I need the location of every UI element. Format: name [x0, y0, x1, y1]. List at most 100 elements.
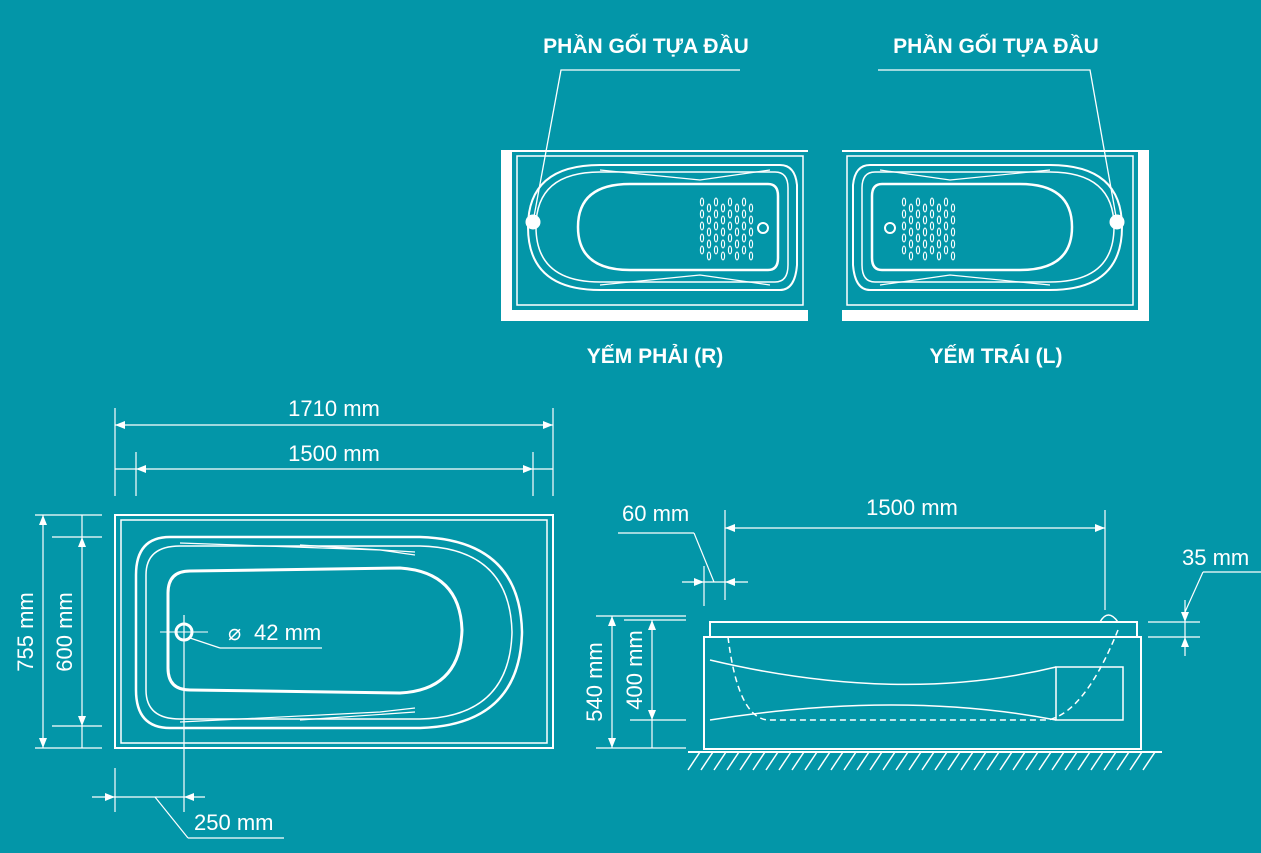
ground-hatch-stroke [713, 751, 727, 771]
antislip-dot [713, 221, 719, 231]
antislip-dot [734, 203, 740, 213]
variant-right-tub-contours [599, 169, 771, 286]
antislip-dot [950, 215, 956, 225]
antislip-dot [929, 245, 935, 255]
antislip-dot [901, 233, 907, 243]
dim-1500-label: 1500 mm [288, 441, 380, 466]
antislip-dot [734, 215, 740, 225]
side-dim-60-label: 60 mm [622, 501, 689, 526]
side-dim-540-label: 540 mm [582, 642, 607, 721]
ground-hatch-stroke [726, 751, 740, 771]
antislip-dot [720, 227, 726, 237]
antislip-dot [727, 197, 733, 207]
antislip-dot [748, 239, 754, 249]
antislip-dot [936, 239, 942, 249]
ground-hatch-stroke [895, 751, 909, 771]
antislip-dot [929, 233, 935, 243]
antislip-dot [915, 245, 921, 255]
ground-hatch-stroke [921, 751, 935, 771]
ground-hatch-stroke [1012, 751, 1026, 771]
antislip-dot [741, 209, 747, 219]
ground-hatch-stroke [1051, 751, 1065, 771]
antislip-dot [950, 227, 956, 237]
antislip-dot [713, 245, 719, 255]
plan-tub-contours [179, 542, 416, 723]
ground-hatch-stroke [1025, 751, 1039, 771]
side-view: 1500 mm 60 mm 35 mm 540 mm 400 mm [582, 495, 1261, 771]
antislip-dot [720, 203, 726, 213]
antislip-dot [748, 227, 754, 237]
side-dim-400-label: 400 mm [622, 630, 647, 709]
ground-hatch-stroke [960, 751, 974, 771]
antislip-dot [699, 221, 705, 231]
ground-hatch-stroke [1038, 751, 1052, 771]
antislip-dot [748, 251, 754, 261]
variant-right-tub-inner [535, 171, 789, 283]
ground-hatch-stroke [817, 751, 831, 771]
antislip-dot [929, 197, 935, 207]
antislip-dot [727, 245, 733, 255]
plan-outer-rim [114, 514, 554, 749]
side-body [703, 636, 1142, 750]
variant-left-rim [846, 155, 1134, 306]
antislip-dot [943, 221, 949, 231]
antislip-dot [699, 245, 705, 255]
antislip-dot [901, 221, 907, 231]
antislip-dot [922, 215, 928, 225]
antislip-dot [908, 227, 914, 237]
antislip-dot [748, 215, 754, 225]
plan-drain-symbol: ⌀ [228, 620, 241, 645]
antislip-dot [943, 197, 949, 207]
antislip-dot [706, 251, 712, 261]
antislip-dot [748, 203, 754, 213]
plan-tub-inner-edge [145, 545, 513, 720]
side-dim-400-arrows [648, 620, 656, 720]
antislip-dot [713, 209, 719, 219]
variant-right-tub-floor [576, 182, 780, 272]
side-rim [709, 621, 1138, 637]
antislip-dot [699, 233, 705, 243]
side-contour-bottom [709, 704, 1057, 721]
antislip-dot [713, 233, 719, 243]
ground-hatch-stroke [1064, 751, 1078, 771]
variant-right-leader-line [532, 69, 740, 223]
side-dim-35-arrows [1181, 612, 1189, 647]
antislip-dot [741, 233, 747, 243]
antislip-dot [720, 251, 726, 261]
antislip-dot [699, 209, 705, 219]
ground-hatch-stroke [687, 751, 701, 771]
dim-600-label: 600 mm [52, 592, 77, 671]
ground-hatch-stroke [700, 751, 714, 771]
antislip-dot [943, 209, 949, 219]
plan-tub-floor [166, 566, 464, 695]
variant-right-drain [757, 222, 769, 234]
antislip-dot [943, 245, 949, 255]
ground-hatch-stroke [778, 751, 792, 771]
antislip-dot [908, 203, 914, 213]
variant-left-antislip-dots [901, 197, 956, 261]
side-dim-60-leader [693, 532, 715, 583]
antislip-dot [901, 209, 907, 219]
variant-right-headrest-label: PHẦN GỐI TỰA ĐẦU [543, 34, 749, 58]
variant-left-drain [884, 222, 896, 234]
antislip-dot [922, 203, 928, 213]
ground-hatch-stroke [973, 751, 987, 771]
variant-right-skirt: PHẦN GỐI TỰA ĐẦU YẾM PHẢI (R) [501, 34, 808, 368]
antislip-dot [929, 221, 935, 231]
side-inner-hidden-line [727, 629, 1119, 721]
variant-left-tub-contours [879, 169, 1051, 286]
ground-hatch-stroke [934, 751, 948, 771]
variant-left-headrest-label: PHẦN GỐI TỰA ĐẦU [893, 34, 1099, 58]
dim-1710-label: 1710 mm [288, 396, 380, 421]
antislip-dot [915, 221, 921, 231]
antislip-dot [706, 227, 712, 237]
antislip-dot [741, 221, 747, 231]
variant-right-caption: YẾM PHẢI (R) [587, 345, 724, 368]
antislip-dot [943, 233, 949, 243]
ground-hatch-stroke [986, 751, 1000, 771]
ground-hatch-stroke [999, 751, 1013, 771]
antislip-dot [908, 239, 914, 249]
ground-hatch-stroke [1077, 751, 1091, 771]
antislip-dot [950, 251, 956, 261]
side-contour-top [709, 659, 1057, 686]
